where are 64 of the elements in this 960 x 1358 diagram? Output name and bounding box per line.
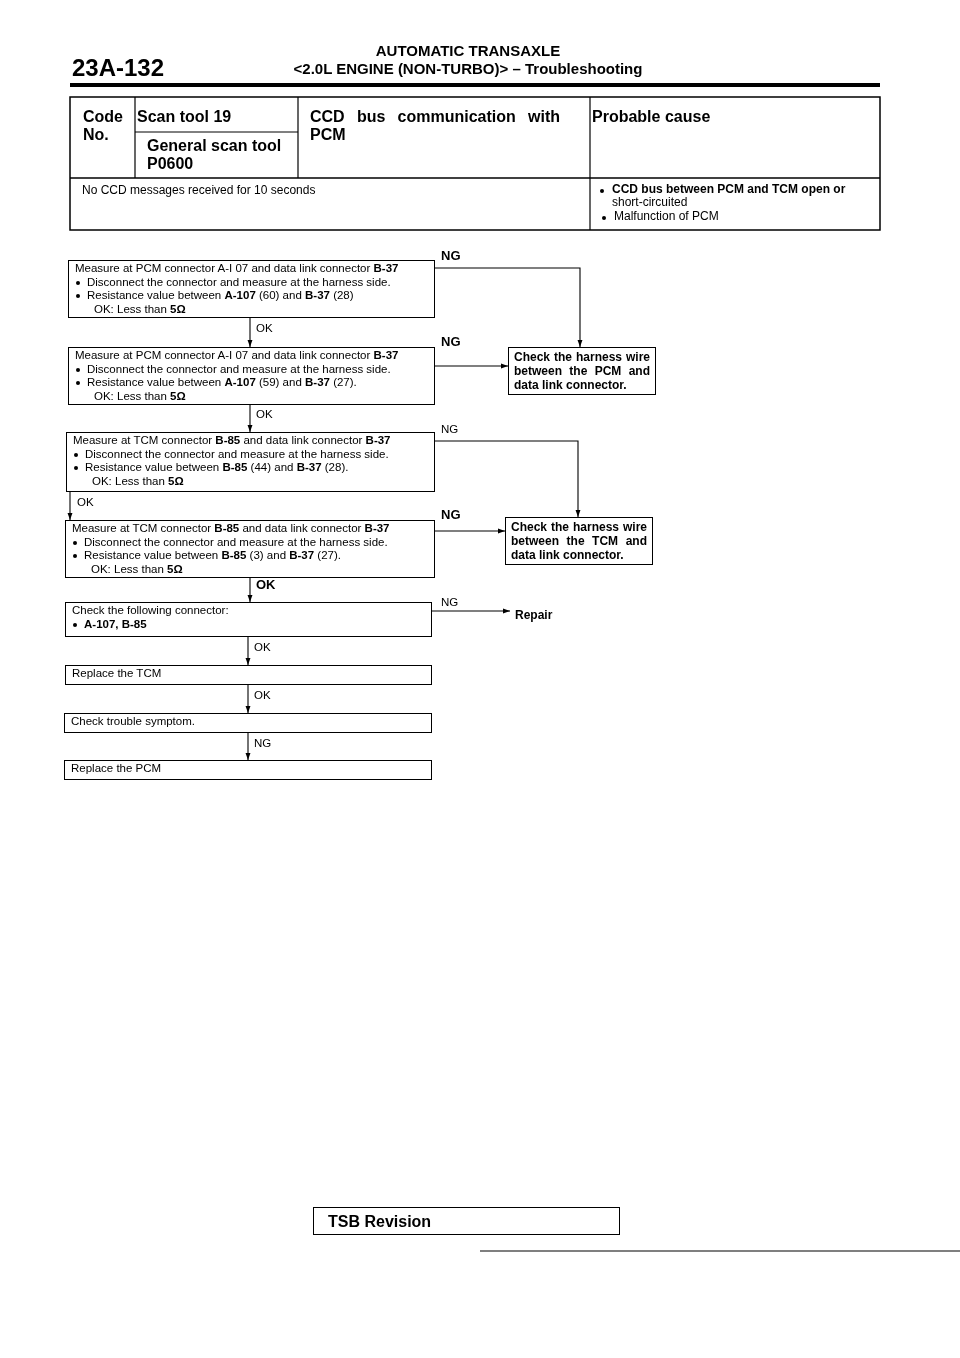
- box-text: Measure at PCM connector A-I 07 and data link connector B-37: [75, 262, 400, 276]
- edge-label: NG: [440, 335, 462, 348]
- process-box: [68, 347, 435, 405]
- box-text: OK: Less than 5Ω: [93, 389, 187, 403]
- box-text: Check the following connector:: [72, 604, 230, 618]
- bullet-item: Resistance value between A-107 (60) and B-37 (28): [75, 289, 428, 303]
- arrow: [245, 732, 251, 761]
- box-text: Measure at TCM connector B-85 and data link connector B-37: [72, 522, 391, 536]
- box-text: OK: Less than 5Ω: [90, 562, 184, 576]
- bullet-item: Disconnect the connector and measure at the harness side.: [72, 535, 428, 549]
- edge-label: OK: [255, 322, 274, 335]
- bullet-item: Disconnect the connector and measure at the harness side.: [75, 275, 428, 289]
- header-text: Scan tool 19: [137, 108, 232, 126]
- box-text: OK: Less than 5Ω: [91, 474, 185, 488]
- page-subtitle: <2.0L ENGINE (NON-TURBO)> – Troubleshooting: [292, 61, 644, 78]
- arrow: [434, 440, 581, 518]
- edge-label: NG: [440, 508, 462, 521]
- arrow: [434, 267, 583, 348]
- arrow: [431, 608, 511, 614]
- header-text: Code No.: [83, 108, 124, 144]
- page-title: AUTOMATIC TRANSAXLE: [374, 43, 562, 60]
- arrow: [434, 363, 509, 369]
- process-box: [65, 520, 435, 578]
- arrow: [245, 636, 251, 666]
- revision-label: TSB Revision: [313, 1207, 620, 1235]
- process-box: Check trouble symptom.: [64, 713, 432, 733]
- result-box: Check the harness wire between the TCM and data link connector.: [505, 517, 653, 565]
- bullet-item: Disconnect the connector and measure at the harness side.: [75, 362, 428, 376]
- arrow: [434, 528, 506, 534]
- arrow: [247, 404, 253, 433]
- box-text: Measure at TCM connector B-85 and data link connector B-37: [73, 434, 392, 448]
- edge-label: NG: [253, 737, 273, 750]
- edge-label: NG: [440, 249, 462, 262]
- process-box: Replace the TCM: [65, 665, 432, 685]
- bullet-item: Resistance value between A-107 (59) and B-37 (27).: [75, 376, 428, 390]
- arrow: [67, 491, 73, 521]
- header-text: CCD bus communication with PCM: [310, 108, 560, 144]
- result-box: Check the harness wire between the PCM and data link connector.: [508, 347, 656, 395]
- bullet-item: A-107, B-85: [72, 617, 425, 631]
- process-box: [65, 602, 432, 637]
- box-text: OK: Less than 5Ω: [93, 302, 187, 316]
- page-number: 23A-132: [72, 55, 165, 82]
- edge-label: OK: [255, 408, 274, 421]
- table-text: No CCD messages received for 10 seconds: [82, 184, 316, 198]
- table-text: CCD bus between PCM and TCM open or short-circuited: [598, 183, 874, 210]
- process-box: [66, 432, 435, 492]
- header-text: Probable cause: [592, 108, 711, 126]
- box-text: Measure at PCM connector A-I 07 and data link connector B-37: [75, 349, 400, 363]
- process-box: Replace the PCM: [64, 760, 432, 780]
- edge-label: NG: [440, 596, 460, 609]
- arrow: [247, 317, 253, 348]
- header-text: General scan tool P0600: [147, 137, 283, 173]
- table-text: Malfunction of PCM: [600, 210, 719, 224]
- arrow: [247, 577, 253, 603]
- bullet-item: Resistance value between B-85 (44) and B-37 (28).: [73, 461, 428, 475]
- edge-label: OK: [76, 496, 95, 509]
- edge-label: NG: [440, 423, 460, 436]
- arrow: [245, 684, 251, 714]
- edge-label: OK: [253, 689, 272, 702]
- bullet-item: Resistance value between B-85 (3) and B-37 (27).: [72, 549, 428, 563]
- bullet-item: Disconnect the connector and measure at the harness side.: [73, 447, 428, 461]
- edge-label: OK: [253, 641, 272, 654]
- process-box: [68, 260, 435, 318]
- edge-label: OK: [255, 578, 277, 591]
